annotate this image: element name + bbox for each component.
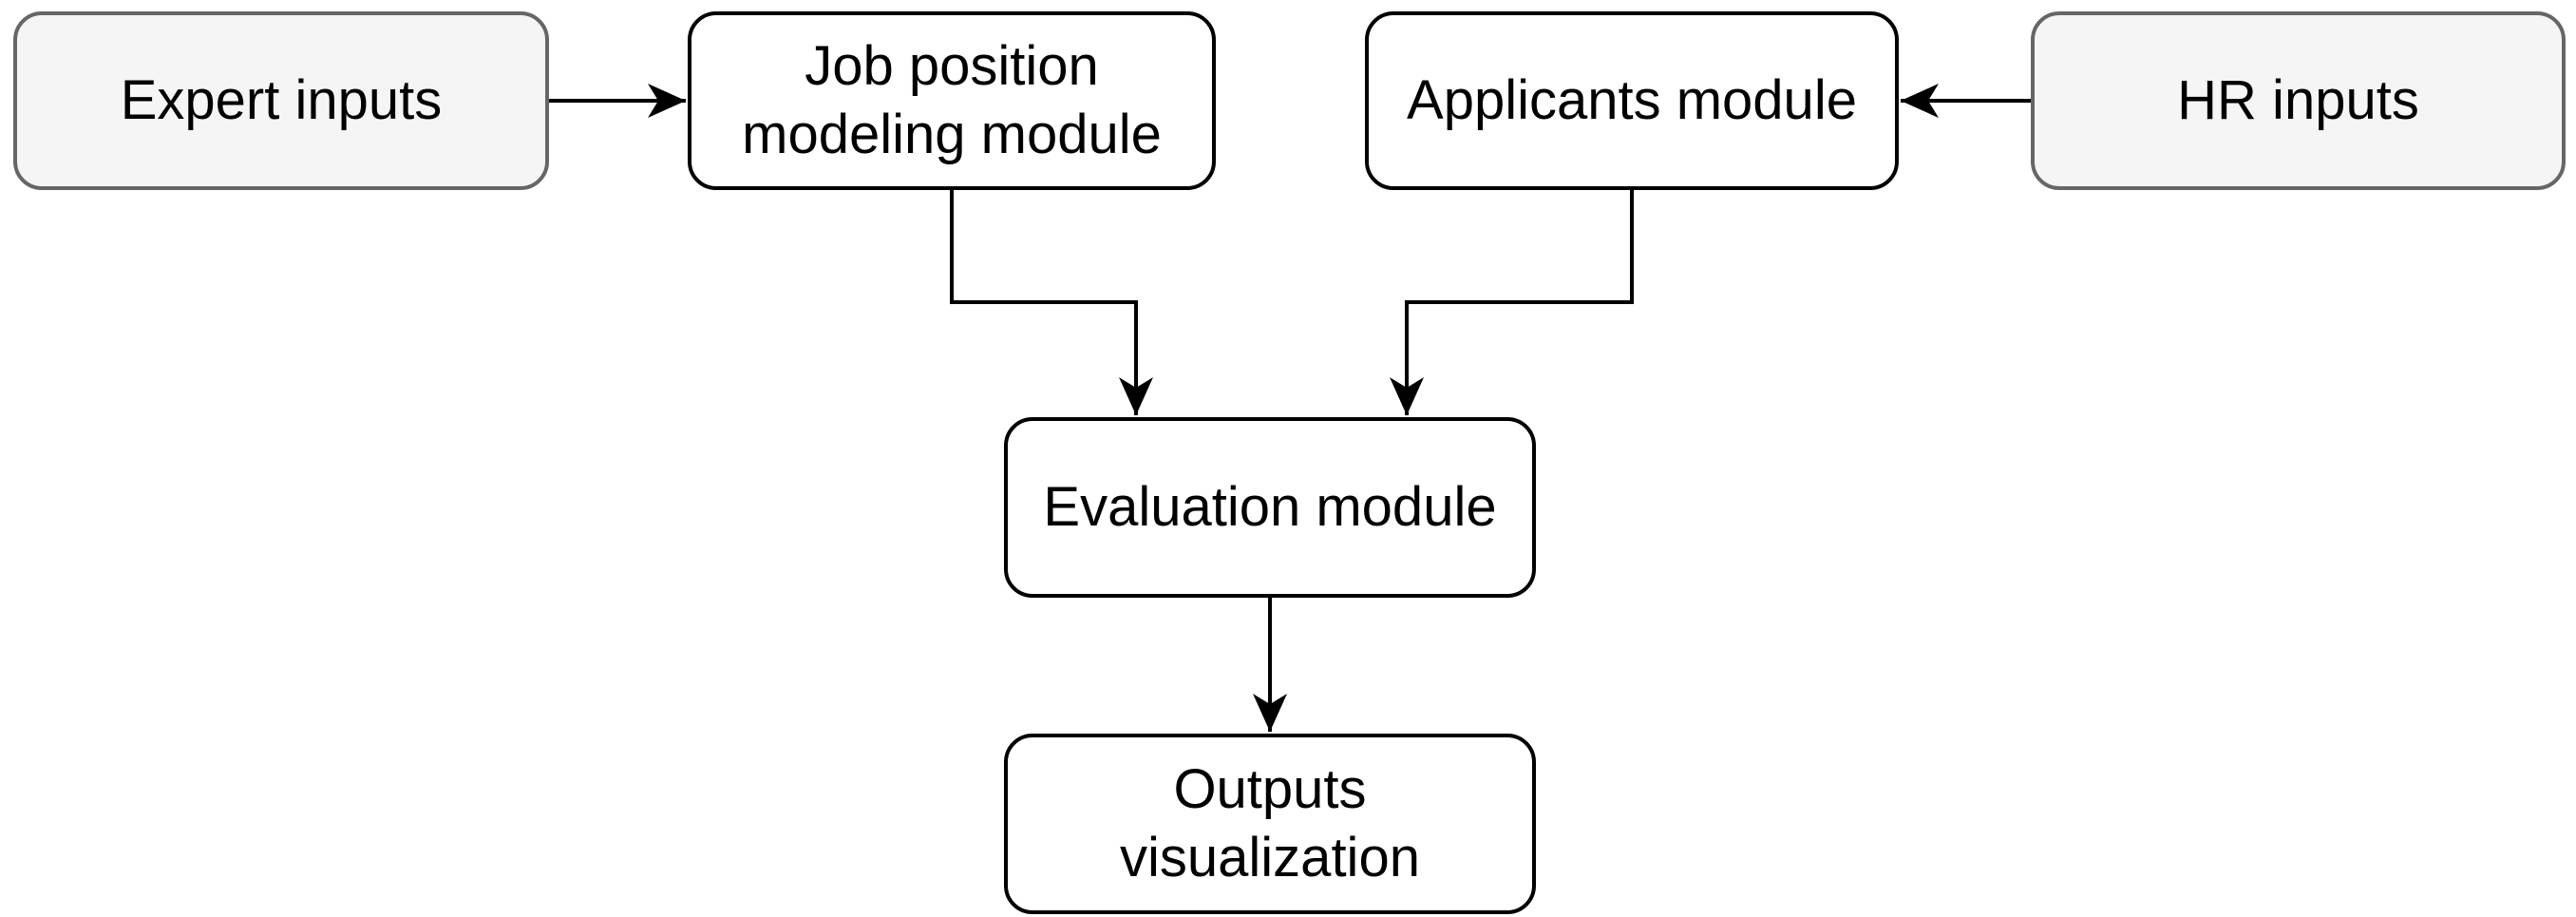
node-expert-inputs: Expert inputs — [13, 11, 549, 190]
node-expert-inputs-label: Expert inputs — [120, 68, 443, 131]
node-hr-inputs: HR inputs — [2031, 11, 2566, 190]
edge-job-to-evaluation-arrow — [950, 190, 1153, 415]
node-job-position-modeling-module: Job position modeling module — [688, 11, 1216, 190]
node-applicants-module: Applicants module — [1365, 11, 1899, 190]
edge-applicants-to-evaluation-arrow — [1390, 190, 1634, 415]
node-evaluation-module: Evaluation module — [1004, 417, 1536, 598]
node-outputs-visualization: Outputs visualization — [1004, 734, 1536, 914]
node-applicants-module-label: Applicants module — [1407, 68, 1857, 131]
node-evaluation-module-label: Evaluation module — [1043, 475, 1497, 538]
node-job-position-modeling-module-label: Job position modeling module — [742, 34, 1162, 166]
node-hr-inputs-label: HR inputs — [2177, 68, 2419, 131]
node-outputs-visualization-label: Outputs visualization — [1120, 757, 1420, 889]
